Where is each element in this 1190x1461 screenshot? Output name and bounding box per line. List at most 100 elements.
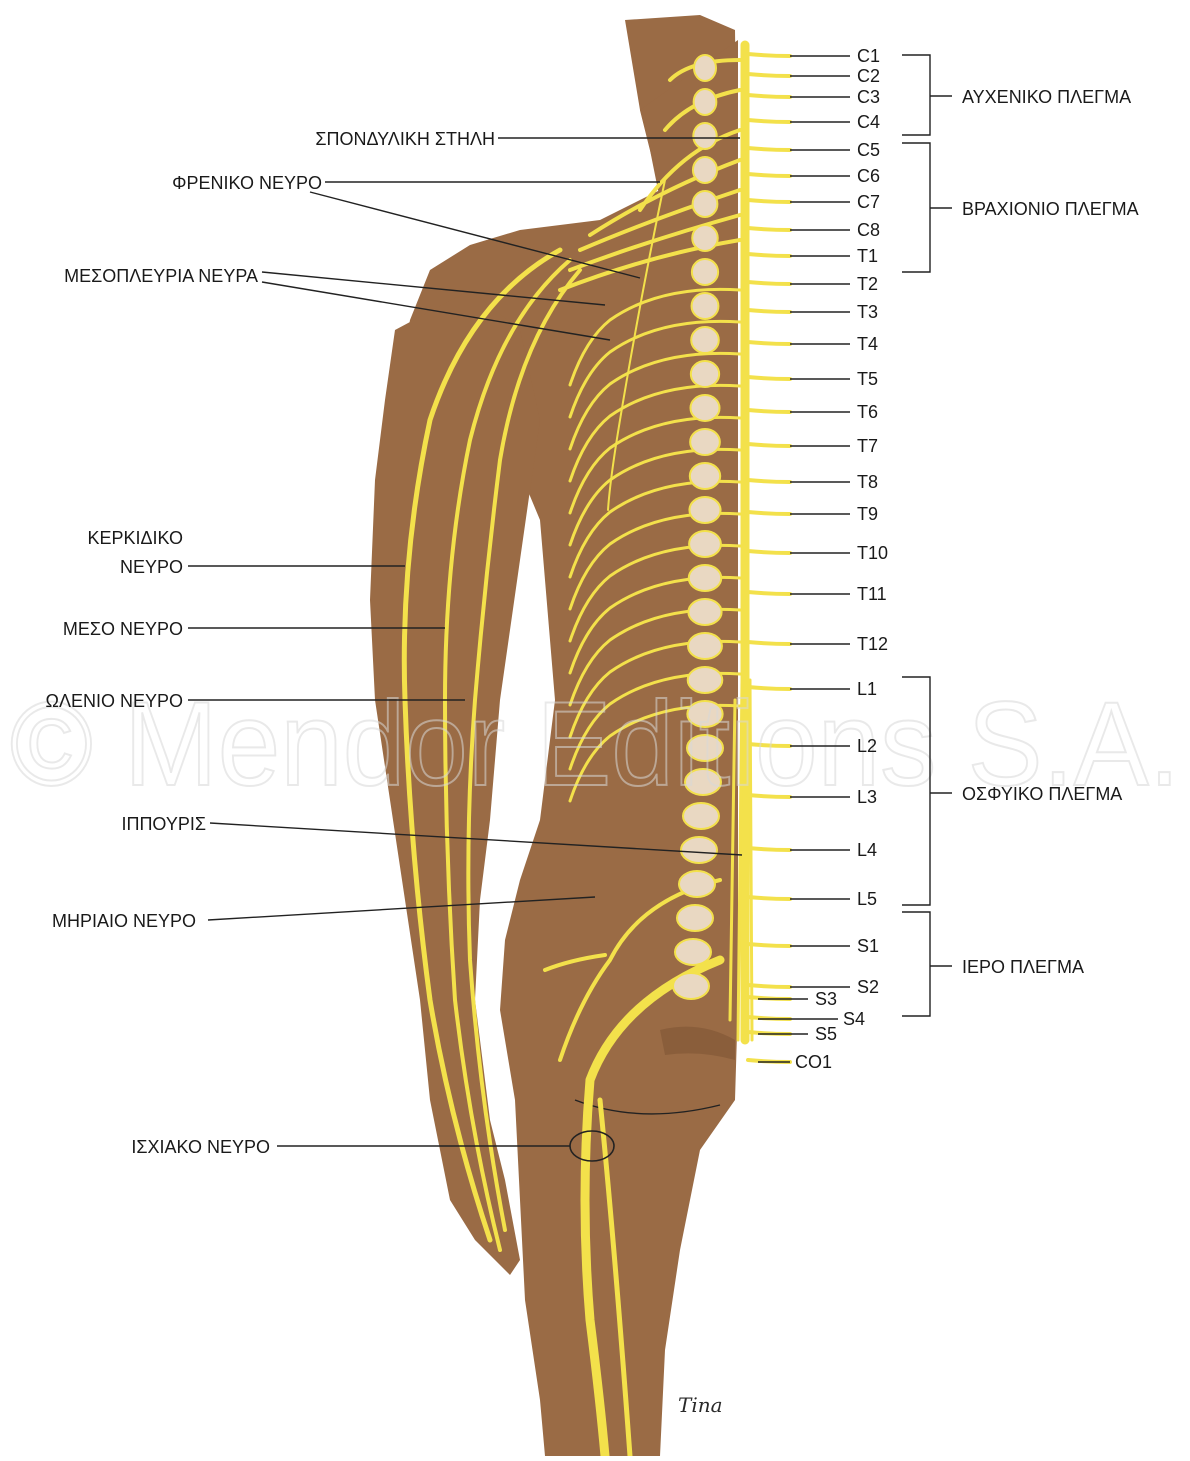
vertebra bbox=[694, 89, 717, 115]
segment-label-t4: T4 bbox=[857, 334, 878, 354]
nerve-root-s1 bbox=[748, 944, 790, 946]
segment-label-s2: S2 bbox=[857, 977, 879, 997]
segment-label-t2: T2 bbox=[857, 274, 878, 294]
phrenic-label: ΦΡΕΝΙΚΟ ΝΕΥΡΟ bbox=[172, 173, 322, 193]
sacral-plexus-label: ΙΕΡΟ ΠΛΕΓΜΑ bbox=[962, 957, 1084, 977]
vertebra bbox=[692, 225, 718, 251]
segment-label-t9: T9 bbox=[857, 504, 878, 524]
segment-label-c1: C1 bbox=[857, 46, 880, 66]
median-label: ΜΕΣΟ ΝΕΥΡΟ bbox=[63, 619, 183, 639]
segment-label-t11: T11 bbox=[857, 584, 887, 604]
segment-label-t10: T10 bbox=[857, 543, 888, 563]
segment-label-s4: S4 bbox=[843, 1009, 865, 1029]
segment-label-s5: S5 bbox=[815, 1024, 837, 1044]
ulnar-label: ΩΛΕΝΙΟ ΝΕΥΡΟ bbox=[45, 691, 183, 711]
nerve-root-l4 bbox=[748, 848, 790, 850]
vertebra bbox=[688, 633, 722, 659]
segment-label-t6: T6 bbox=[857, 402, 878, 422]
segment-label-s1: S1 bbox=[857, 936, 879, 956]
vertebra bbox=[691, 361, 719, 387]
segment-label-t8: T8 bbox=[857, 472, 878, 492]
segment-label-c7: C7 bbox=[857, 192, 880, 212]
plexus-brackets: ΑΥΧΕΝΙΚΟ ΠΛΕΓΜΑ ΒΡΑΧΙΟΝΙΟ ΠΛΕΓΜΑ ΟΣΦΥΙΚΟ… bbox=[902, 55, 1139, 1016]
nerve-root-l5 bbox=[748, 897, 790, 899]
nerve-root-c4 bbox=[748, 120, 790, 122]
segment-label-t12: T12 bbox=[857, 634, 888, 654]
vertebra bbox=[675, 939, 711, 965]
radial-label-line1: ΚΕΡΚΙΔΙΚΟ bbox=[87, 528, 183, 548]
vertebra bbox=[692, 293, 719, 319]
sciatic-label: ΙΣΧΙΑΚΟ ΝΕΥΡΟ bbox=[131, 1137, 270, 1157]
intercostal-label: ΜΕΣΟΠΛΕΥΡΙΑ ΝΕΥΡΑ bbox=[64, 266, 258, 286]
brachial-bracket bbox=[902, 143, 952, 272]
nerve-root-t2 bbox=[748, 282, 790, 284]
segment-label-c8: C8 bbox=[857, 220, 880, 240]
spinal-nerve-roots bbox=[748, 54, 790, 1062]
segment-label-c3: C3 bbox=[857, 87, 880, 107]
segment-label-l5: L5 bbox=[857, 889, 877, 909]
segment-label-c4: C4 bbox=[857, 112, 880, 132]
nerve-root-t3 bbox=[748, 310, 790, 312]
segment-label-c5: C5 bbox=[857, 140, 880, 160]
nerve-root-t10 bbox=[748, 551, 790, 553]
vertebra bbox=[679, 871, 715, 897]
nerve-root-t7 bbox=[748, 444, 790, 446]
segment-label-t7: T7 bbox=[857, 436, 878, 456]
vertebra bbox=[690, 463, 720, 489]
segment-label-co1: CO1 bbox=[795, 1052, 832, 1072]
vertebra bbox=[677, 905, 713, 931]
vertebra bbox=[689, 497, 720, 523]
nerve-root-t4 bbox=[748, 342, 790, 344]
vertebra bbox=[693, 123, 716, 149]
vertebra bbox=[690, 429, 720, 455]
nerve-root-t8 bbox=[748, 480, 790, 482]
spine-label: ΣΠΟΝΔΥΛΙΚΗ ΣΤΗΛΗ bbox=[315, 129, 495, 149]
vertebra bbox=[688, 599, 721, 625]
vertebra bbox=[693, 157, 717, 183]
segment-label-l1: L1 bbox=[857, 679, 877, 699]
nerve-root-c8 bbox=[748, 228, 790, 230]
artist-signature: Tina bbox=[678, 1393, 723, 1417]
radial-label-line2: ΝΕΥΡΟ bbox=[120, 557, 183, 577]
vertebra bbox=[673, 973, 709, 999]
vertebra bbox=[681, 837, 717, 863]
nerve-root-t12 bbox=[748, 642, 790, 644]
segment-label-l2: L2 bbox=[857, 736, 877, 756]
segment-label-s3: S3 bbox=[815, 989, 837, 1009]
segment-label-t3: T3 bbox=[857, 302, 878, 322]
sacral-bracket bbox=[902, 912, 952, 1016]
segment-label-l4: L4 bbox=[857, 840, 877, 860]
nerve-root-c3 bbox=[748, 95, 790, 97]
vertebra bbox=[692, 259, 718, 285]
nerve-root-c5 bbox=[748, 148, 790, 150]
cervical-bracket bbox=[902, 55, 952, 135]
brachial-plexus-label: ΒΡΑΧΙΟΝΙΟ ΠΛΕΓΜΑ bbox=[962, 199, 1139, 219]
lumbar-plexus-label: ΟΣΦΥΙΚΟ ΠΛΕΓΜΑ bbox=[962, 784, 1122, 804]
nerve-root-c1 bbox=[748, 54, 790, 56]
vertebra bbox=[691, 395, 720, 421]
nerve-root-c2 bbox=[748, 74, 790, 76]
nerve-root-c7 bbox=[748, 200, 790, 202]
cauda-label: ΙΠΠΟΥΡΙΣ bbox=[121, 814, 206, 834]
nerve-root-t1 bbox=[748, 254, 790, 256]
vertebra bbox=[691, 327, 719, 353]
vertebra bbox=[693, 191, 718, 217]
vertebra bbox=[689, 565, 722, 591]
nerve-root-t5 bbox=[748, 377, 790, 379]
nerve-root-t6 bbox=[748, 410, 790, 412]
segment-label-c2: C2 bbox=[857, 66, 880, 86]
segment-label-l3: L3 bbox=[857, 787, 877, 807]
segment-label-t5: T5 bbox=[857, 369, 878, 389]
vertebra bbox=[694, 55, 716, 81]
nerve-root-c6 bbox=[748, 174, 790, 176]
vertebra bbox=[689, 531, 721, 557]
segment-label-t1: T1 bbox=[857, 246, 878, 266]
nerve-root-s2 bbox=[748, 985, 790, 987]
nerve-root-t9 bbox=[748, 512, 790, 514]
cervical-plexus-label: ΑΥΧΕΝΙΚΟ ΠΛΕΓΜΑ bbox=[962, 87, 1131, 107]
nerve-root-t11 bbox=[748, 592, 790, 594]
femoral-label: ΜΗΡΙΑΙΟ ΝΕΥΡΟ bbox=[52, 911, 196, 931]
segment-label-c6: C6 bbox=[857, 166, 880, 186]
